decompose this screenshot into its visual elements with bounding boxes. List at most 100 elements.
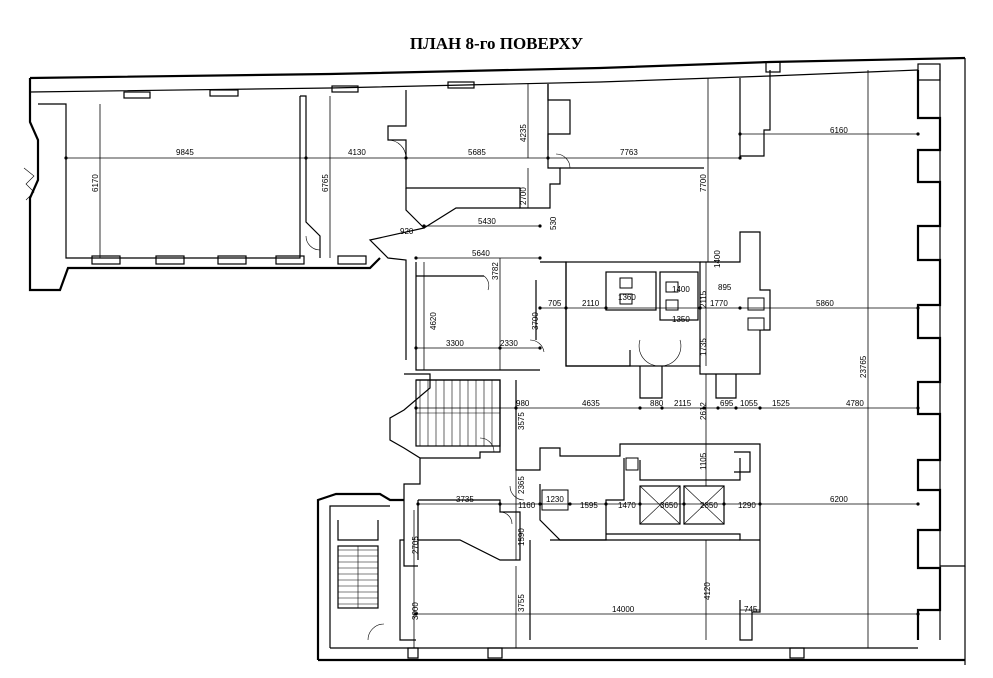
dimension-tick — [916, 612, 920, 616]
break-line — [23, 167, 35, 201]
dimension-tick — [568, 502, 572, 506]
dimension-tick — [498, 502, 502, 506]
dimension-tick — [722, 502, 726, 506]
dimension-labels: 9845 4130 5685 7763 6160 6170 6765 4235 … — [91, 124, 868, 620]
dim-label: 4620 — [429, 312, 438, 330]
dim-label: 1400 — [672, 285, 690, 294]
dim-label: 1595 — [580, 501, 598, 510]
dimension-tick — [734, 406, 738, 410]
dim-label: 3300 — [446, 339, 464, 348]
dimension-tick — [698, 306, 702, 310]
dimension-tick — [738, 156, 742, 160]
dim-label: 1590 — [517, 528, 526, 546]
plan-title: ПЛАН 8-го ПОВЕРХУ — [409, 34, 584, 53]
dimension-tick — [564, 306, 568, 310]
dim-label: 3650 — [660, 501, 678, 510]
dimension-tick — [414, 612, 418, 616]
dim-label: 705 — [548, 299, 562, 308]
dim-label: 980 — [516, 399, 530, 408]
dim-label: 6200 — [830, 495, 848, 504]
dimension-tick — [538, 224, 542, 228]
dim-label: 23765 — [859, 355, 868, 378]
main-stair — [415, 379, 501, 447]
dim-label: 4130 — [348, 148, 366, 157]
dimension-tick — [416, 502, 420, 506]
dimension-tick — [64, 156, 68, 160]
dimension-tick — [738, 132, 742, 136]
dimension-tick — [414, 346, 418, 350]
dim-label: 1735 — [699, 338, 708, 356]
dimension-tick — [404, 156, 408, 160]
dimension-tick — [414, 256, 418, 260]
dim-label: 1230 — [546, 495, 564, 504]
dim-label: 2850 — [700, 501, 718, 510]
interior-walls — [300, 70, 771, 641]
dim-label: 2115 — [699, 290, 708, 308]
dim-label: 920 — [400, 227, 414, 236]
dimension-tick — [758, 502, 762, 506]
dimension-tick — [716, 406, 720, 410]
secondary-stair — [337, 520, 379, 609]
dimension-tick — [514, 406, 518, 410]
dim-label: 895 — [718, 283, 732, 292]
dimension-tick — [738, 306, 742, 310]
doors — [305, 139, 682, 641]
dim-label: 5430 — [478, 217, 496, 226]
dimension-tick — [916, 132, 920, 136]
dim-label: 6170 — [91, 174, 100, 192]
dimension-tick — [758, 406, 762, 410]
dim-label: 5860 — [816, 299, 834, 308]
dimension-tick — [604, 502, 608, 506]
dimension-tick — [638, 502, 642, 506]
dim-label: 1160 — [518, 501, 536, 510]
dim-label: 3700 — [531, 312, 540, 330]
dim-label: 4780 — [846, 399, 864, 408]
dimension-tick — [682, 502, 686, 506]
dimension-tick — [538, 346, 542, 350]
dim-label: 3000 — [411, 602, 420, 620]
dim-label: 1105 — [699, 452, 708, 470]
sanitary-fixtures — [541, 277, 765, 511]
dimension-lines — [66, 70, 918, 648]
dim-label: 1360 — [618, 293, 636, 302]
dim-label: 1525 — [772, 399, 790, 408]
dim-label: 7700 — [699, 174, 708, 192]
dimension-tick — [414, 406, 418, 410]
dim-label: 745 — [744, 605, 758, 614]
dimension-tick — [660, 406, 664, 410]
dim-label: 2115 — [674, 399, 692, 408]
dim-label: 1470 — [618, 501, 636, 510]
dimension-tick — [304, 156, 308, 160]
dim-label: 4120 — [703, 582, 712, 600]
dim-label: 1290 — [738, 501, 756, 510]
dim-label: 6160 — [830, 126, 848, 135]
dim-label: 14000 — [612, 605, 635, 614]
dim-label: 4635 — [582, 399, 600, 408]
dim-label: 1400 — [713, 250, 722, 268]
dimension-tick — [604, 306, 608, 310]
dim-label: 1770 — [710, 299, 728, 308]
dim-label: 2365 — [517, 476, 526, 494]
dimension-tick — [916, 306, 920, 310]
dim-label: 5640 — [472, 249, 490, 258]
windows — [91, 61, 941, 659]
dimension-tick — [538, 502, 542, 506]
dim-label: 3735 — [456, 495, 474, 504]
dim-label: 880 — [650, 399, 664, 408]
dim-label: 6765 — [321, 174, 330, 192]
dimension-tick — [702, 406, 706, 410]
dimension-tick — [422, 224, 426, 228]
dimension-tick — [538, 256, 542, 260]
dim-label: 2700 — [519, 187, 528, 205]
dimension-tick — [638, 406, 642, 410]
dim-label: 2330 — [500, 339, 518, 348]
dim-label: 2705 — [411, 536, 420, 554]
dim-label: 4235 — [519, 124, 528, 142]
dimension-ticks — [64, 132, 920, 616]
dim-label: 2110 — [582, 299, 600, 308]
dimension-tick — [916, 502, 920, 506]
dim-label: 3575 — [517, 412, 526, 430]
dimension-tick — [498, 346, 502, 350]
dim-label: 530 — [549, 216, 558, 230]
dimension-tick — [546, 156, 550, 160]
